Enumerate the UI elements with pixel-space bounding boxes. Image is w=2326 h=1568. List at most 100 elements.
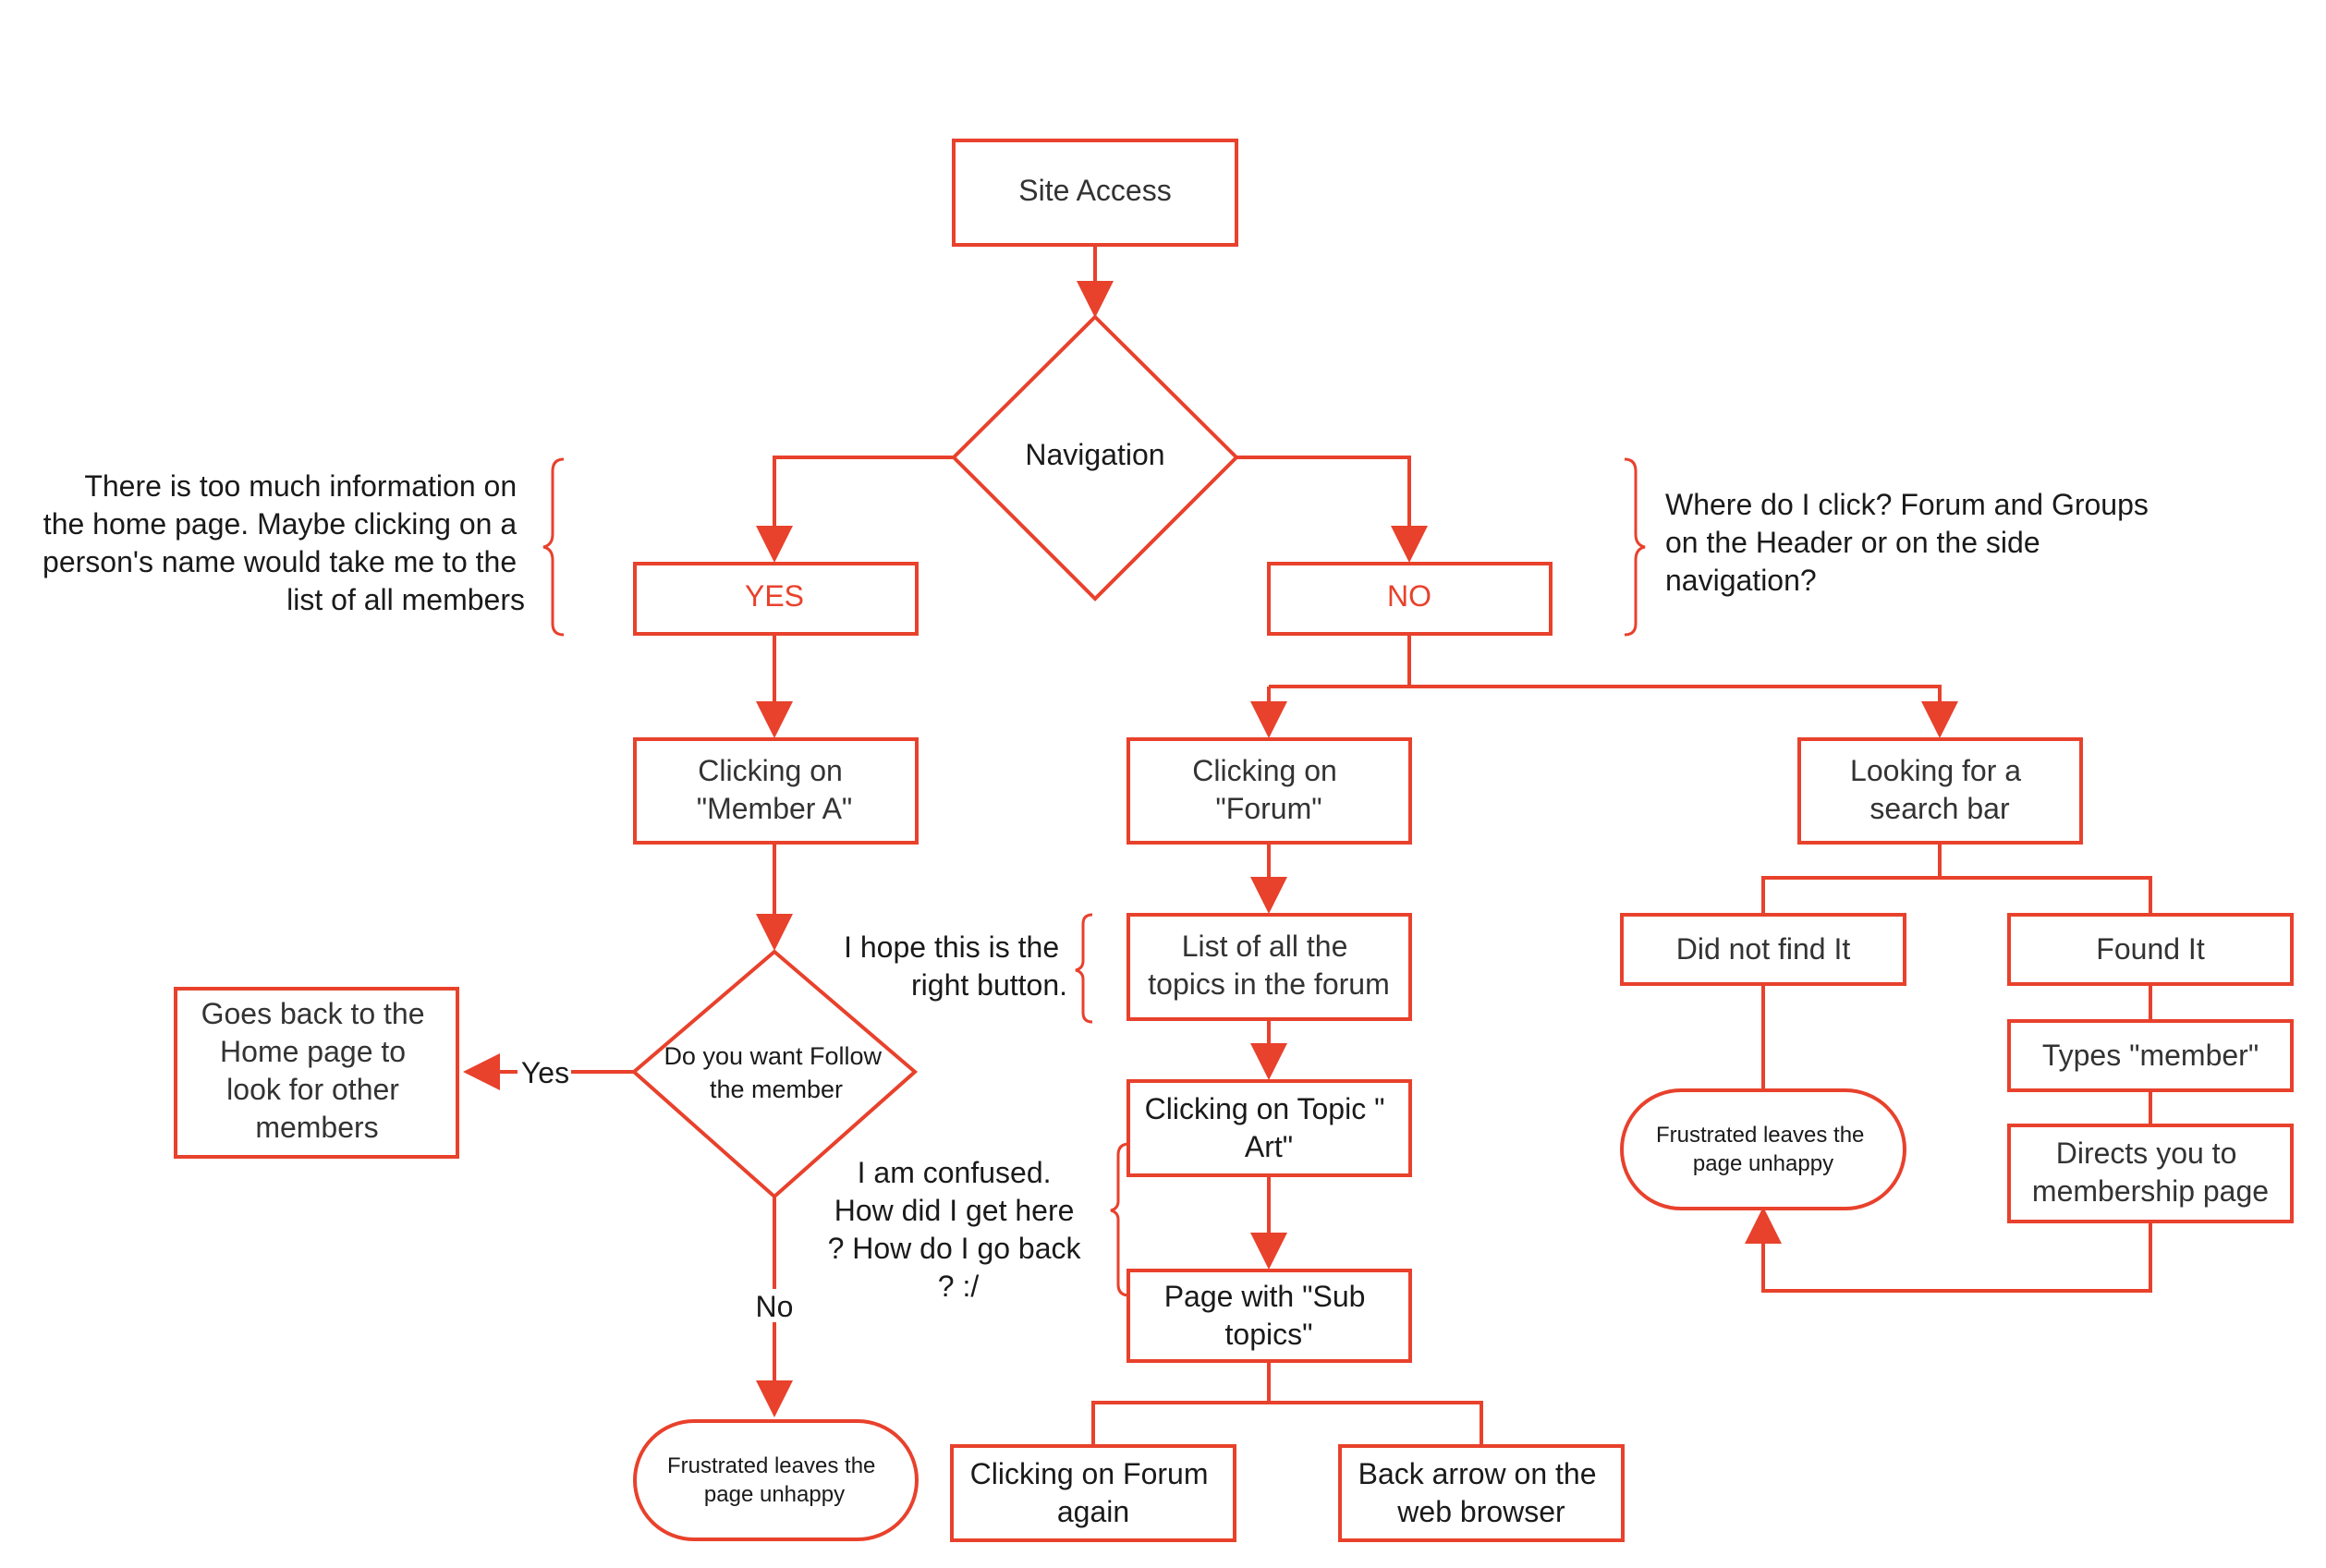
shapes <box>174 139 2294 1542</box>
sub-topics-label: Page with "Sub topics" <box>1164 1280 1374 1351</box>
goes-back-label: Goes back to the Home page to look for o… <box>201 997 433 1144</box>
note-hope-line: I hope this is the <box>844 930 1059 964</box>
bracket-too-much <box>542 457 565 637</box>
bracket-hope <box>1075 913 1093 1024</box>
back-arrow-line: web browser <box>1396 1495 1565 1528</box>
note-confused-line: ? :/ <box>938 1270 980 1303</box>
frustrated-right-line: page unhappy <box>1693 1151 1833 1176</box>
topic-art-line: Clicking on Topic " <box>1145 1092 1385 1125</box>
back-arrow-line: Back arrow on the <box>1358 1457 1597 1490</box>
search-bar-label: Looking for a search bar <box>1850 754 2029 825</box>
note-confused-line: ? How do I go back <box>828 1232 1082 1265</box>
member-a-line: "Member A" <box>697 792 853 825</box>
forum-line: Clicking on <box>1192 754 1337 787</box>
goes-back-line: Goes back to the <box>201 997 425 1030</box>
edge-navigation-to-yes <box>756 456 954 563</box>
forum-again-line: Clicking on Forum <box>970 1457 1209 1490</box>
forum-again-line: again <box>1057 1495 1129 1528</box>
node-frustrated-bottom <box>633 1419 919 1541</box>
note-too-much-line: There is too much information on <box>84 469 517 503</box>
navigation-label: Navigation <box>1025 438 1164 471</box>
forum-again-label: Clicking on Forum again <box>970 1457 1217 1528</box>
forum-line: "Forum" <box>1215 792 1321 825</box>
node-found-it <box>2007 913 2294 986</box>
labels: Site Access Navigation YES NO Clicking o… <box>201 174 2269 1528</box>
bracket-confused <box>1110 1142 1130 1297</box>
follow-decision-label: Do you want Follow the member <box>664 1042 888 1103</box>
node-member-a <box>633 737 919 845</box>
node-forum-again <box>950 1444 1236 1542</box>
member-a-line: Clicking on <box>698 754 843 787</box>
search-bar-line: Looking for a <box>1850 754 2021 787</box>
directs-label: Directs you to membership page <box>2032 1136 2269 1208</box>
frustrated-bottom-label: Frustrated leaves the page unhappy <box>667 1453 882 1507</box>
edge-label-yes: Yes <box>521 1056 569 1089</box>
node-topic-art <box>1126 1079 1412 1177</box>
node-types-member <box>2007 1019 2294 1092</box>
node-topics-list <box>1126 913 1412 1021</box>
did-not-find-label: Did not find It <box>1676 932 1851 966</box>
directs-line: Directs you to <box>2056 1136 2237 1170</box>
topics-list-line: topics in the forum <box>1148 967 1389 1001</box>
note-where-click: Where do I click? Forum and Groups on th… <box>1665 488 2157 597</box>
edge-label-yes-bg <box>518 1055 571 1088</box>
node-back-arrow <box>1338 1444 1625 1542</box>
node-navigation <box>951 314 1239 602</box>
note-too-much-line: person's name would take me to the <box>43 545 517 578</box>
note-too-much: There is too much information on the hom… <box>43 469 525 616</box>
follow-decision-line: Do you want Follow <box>664 1042 882 1070</box>
found-it-label: Found It <box>2096 932 2205 966</box>
notes: There is too much information on the hom… <box>43 469 2157 1303</box>
note-confused: I am confused. How did I get here ? How … <box>828 1156 1090 1303</box>
goes-back-line: Home page to <box>220 1035 406 1068</box>
topics-list-label: List of all the topics in the forum <box>1148 930 1389 1001</box>
site-access-label: Site Access <box>1018 174 1171 207</box>
node-search-bar <box>1797 737 2083 845</box>
bracket-where-click <box>1624 457 1646 637</box>
edge-no-to-search <box>1409 685 1958 738</box>
search-bar-line: search bar <box>1869 792 2010 825</box>
note-where-click-line: navigation? <box>1665 564 1817 597</box>
edge-directs-to-frustrated <box>1745 1207 2152 1293</box>
node-sub-topics <box>1126 1269 1412 1363</box>
note-hope-line: right button. <box>911 968 1067 1002</box>
note-brackets <box>542 457 1646 1297</box>
node-did-not-find <box>1620 913 1906 986</box>
topic-art-line: Art" <box>1245 1130 1293 1163</box>
edge-subtopics-split <box>1091 1361 1483 1444</box>
edge-search-split <box>1761 843 2152 913</box>
edge-navigation-to-no <box>1236 456 1428 563</box>
frustrated-bottom-line: Frustrated leaves the <box>667 1453 875 1478</box>
node-yes <box>633 562 919 636</box>
note-where-click-line: Where do I click? Forum and Groups <box>1665 488 2149 521</box>
sub-topics-line: Page with "Sub <box>1164 1280 1366 1313</box>
yes-label: YES <box>745 579 804 613</box>
node-forum <box>1126 737 1412 845</box>
back-arrow-label: Back arrow on the web browser <box>1358 1457 1605 1528</box>
directs-line: membership page <box>2032 1174 2269 1208</box>
note-where-click-line: on the Header or on the side <box>1665 526 2040 559</box>
goes-back-line: members <box>255 1111 378 1144</box>
topic-art-label: Clicking on Topic " Art" <box>1145 1092 1394 1163</box>
node-follow-decision <box>630 949 919 1199</box>
types-member-label: Types "member" <box>2042 1039 2259 1072</box>
node-site-access <box>952 139 1238 247</box>
note-confused-line: I am confused. <box>858 1156 1052 1189</box>
sub-topics-line: topics" <box>1225 1318 1313 1351</box>
note-too-much-line: the home page. Maybe clicking on a <box>43 507 518 541</box>
node-goes-back <box>174 987 459 1159</box>
note-hope: I hope this is the right button. <box>844 930 1067 1002</box>
node-frustrated-right <box>1620 1088 1906 1210</box>
note-confused-line: How did I get here <box>834 1194 1075 1227</box>
edge-no-split <box>1269 634 1411 688</box>
frustrated-right-label: Frustrated leaves the page unhappy <box>1656 1123 1870 1176</box>
forum-label: Clicking on "Forum" <box>1192 754 1345 825</box>
node-no <box>1267 562 1553 636</box>
note-too-much-line: list of all members <box>286 583 525 616</box>
goes-back-line: look for other <box>226 1073 399 1106</box>
follow-decision-line: the member <box>710 1076 843 1103</box>
member-a-label: Clicking on "Member A" <box>697 754 853 825</box>
frustrated-right-line: Frustrated leaves the <box>1656 1123 1864 1148</box>
edge-label-no: No <box>756 1290 794 1323</box>
